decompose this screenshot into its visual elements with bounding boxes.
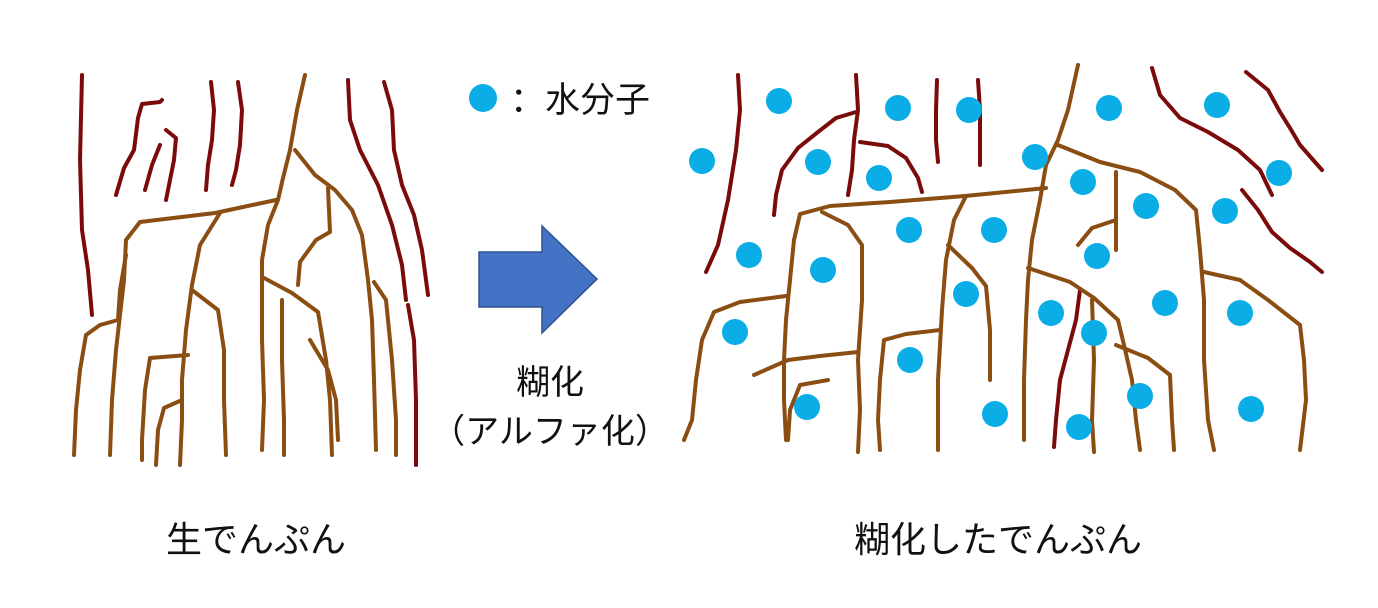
legend-water-molecule-marker — [469, 84, 497, 112]
water-molecule — [1066, 414, 1092, 440]
water-molecule — [897, 347, 923, 373]
water-molecule — [866, 165, 892, 191]
water-molecule — [1038, 300, 1064, 326]
water-molecule — [982, 401, 1008, 427]
raw-starch-label: 生でんぷん — [166, 520, 346, 561]
legend-label: ：水分子 — [510, 81, 650, 121]
legend: ：水分子 — [469, 81, 650, 121]
water-molecule — [1127, 383, 1153, 409]
water-molecule — [981, 217, 1007, 243]
water-molecules — [689, 88, 1292, 440]
water-molecule — [810, 257, 836, 283]
water-molecule — [885, 95, 911, 121]
water-molecule — [1266, 160, 1292, 186]
water-molecule — [1133, 193, 1159, 219]
water-molecule — [722, 319, 748, 345]
gelatinized-starch-structure — [682, 63, 1324, 454]
water-molecule — [736, 242, 762, 268]
gelatinized-brown-strands — [682, 63, 1308, 454]
raw-brown-strands — [72, 73, 398, 467]
water-molecule — [805, 149, 831, 175]
water-molecule — [1227, 300, 1253, 326]
raw-starch-structure — [72, 73, 430, 467]
water-molecule — [1070, 169, 1096, 195]
water-molecule — [953, 281, 979, 307]
water-molecule — [689, 148, 715, 174]
raw-dark-strands — [78, 73, 430, 467]
gelatinization-arrow: 糊化 （アルファ化） — [431, 224, 669, 452]
water-molecule — [896, 217, 922, 243]
water-molecule — [1204, 92, 1230, 118]
arrow-label-line2: （アルファ化） — [431, 412, 669, 452]
water-molecule — [1022, 144, 1048, 170]
water-molecule — [1212, 198, 1238, 224]
water-molecule — [1152, 290, 1178, 316]
water-molecule — [1238, 396, 1264, 422]
arrow-label-line1: 糊化 — [516, 363, 584, 403]
right-arrow-icon — [478, 224, 599, 335]
water-molecule — [1096, 95, 1122, 121]
gelatinized-starch-label: 糊化したでんぷん — [854, 520, 1142, 561]
water-molecule — [956, 97, 982, 123]
water-molecule — [794, 394, 820, 420]
water-molecule — [1081, 320, 1107, 346]
water-molecule — [766, 88, 792, 114]
gelatinized-dark-strands — [704, 66, 1324, 449]
water-molecule — [1084, 243, 1110, 269]
